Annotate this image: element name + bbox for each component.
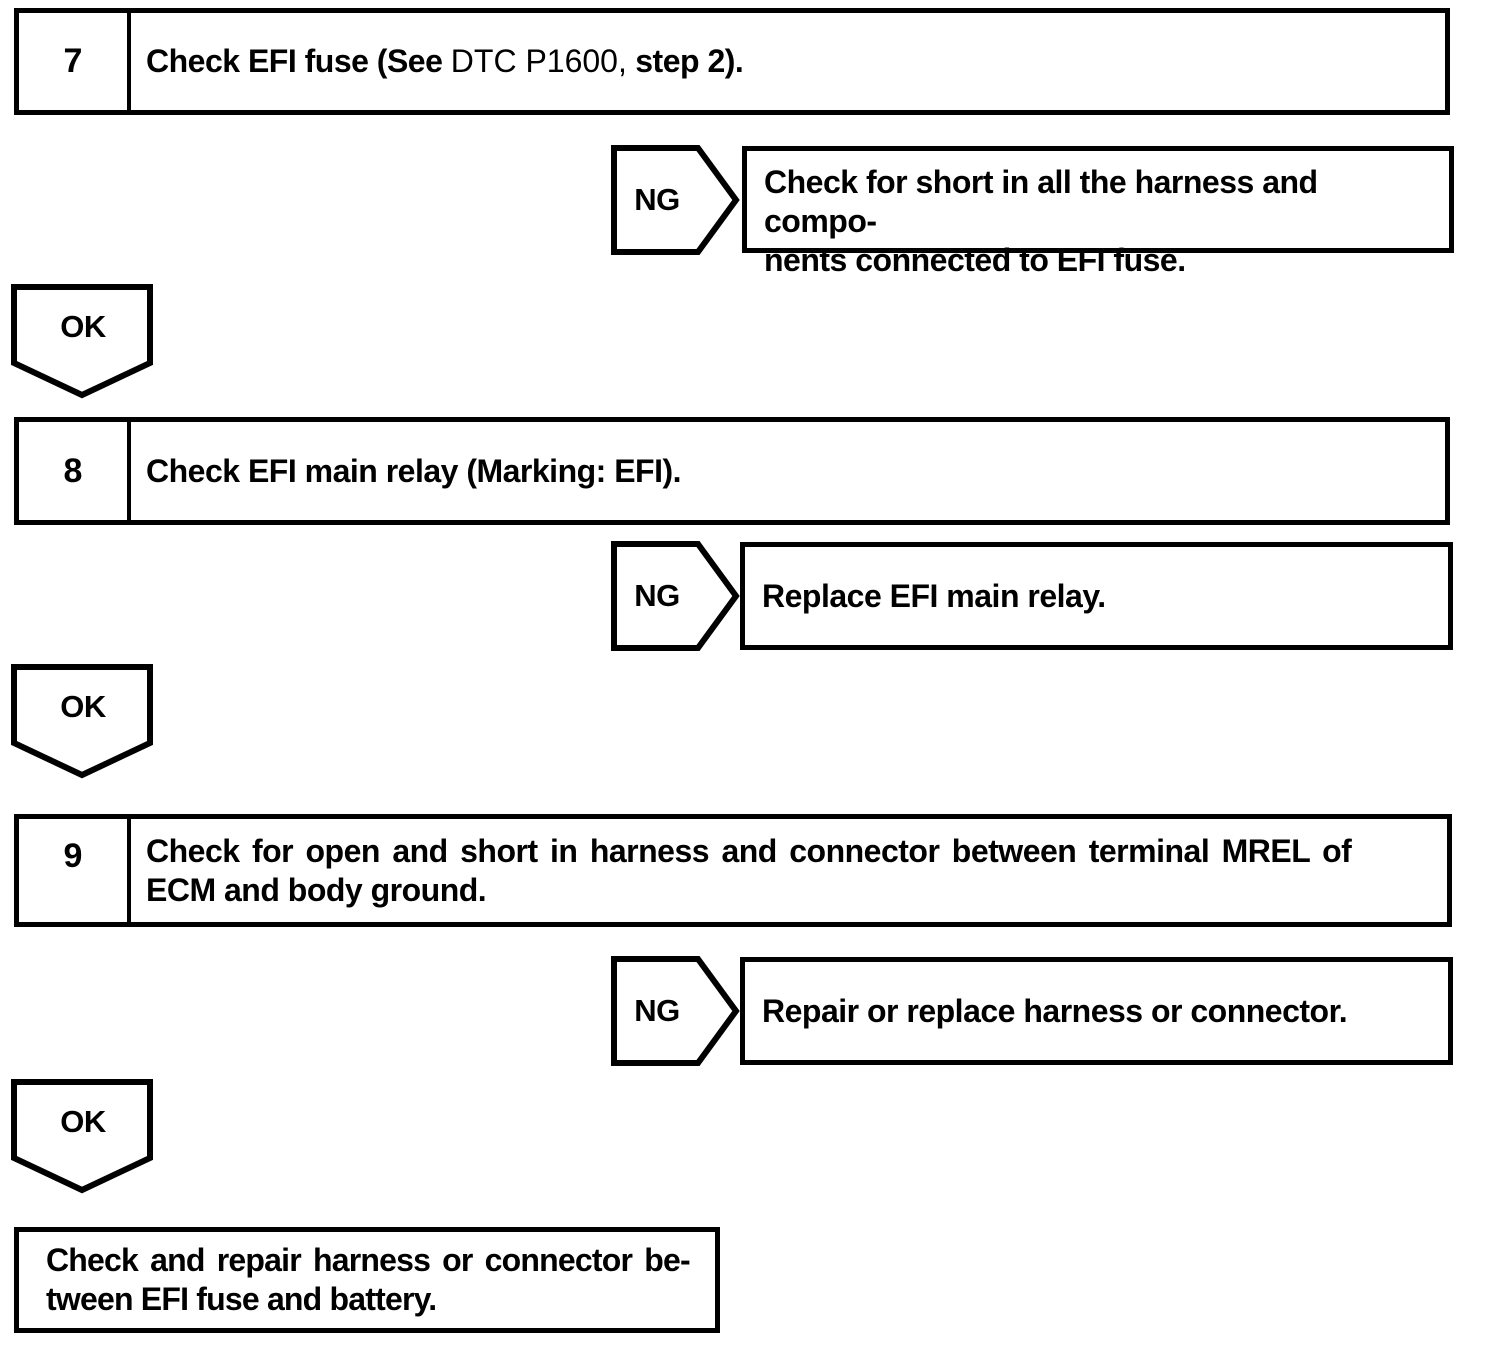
ng-action-box-7: Check for short in all the harness and c… (742, 146, 1454, 278)
ng-action-8-text: Replace EFI main relay. (762, 577, 1106, 614)
ng-connector-7: NG (610, 144, 740, 256)
ok-arrow-icon (11, 664, 153, 779)
step7-dtc-reference: DTC P1600, (450, 43, 627, 79)
ng-arrow-icon (611, 145, 740, 255)
ng-arrow-icon (611, 956, 740, 1066)
step-number-8: 8 (19, 422, 131, 520)
step-instruction-7-line: Check EFI fuse (See DTC P1600, step 2). (146, 42, 1425, 81)
ng-label: NG (634, 578, 680, 613)
ok-connector-8: OK (10, 663, 154, 779)
ng-action-box-8: Replace EFI main relay. (740, 542, 1453, 650)
ng-arrow-icon (611, 541, 740, 651)
ng-connector-9: NG (610, 955, 740, 1067)
ok-label: OK (60, 689, 106, 724)
step-number-9: 9 (19, 819, 131, 922)
ng-label: NG (634, 993, 680, 1028)
ok-label: OK (60, 309, 106, 344)
final-action-box: Check and repair harness or connector be… (14, 1227, 720, 1333)
ok-arrow-icon (11, 1079, 153, 1194)
ok-connector-7: OK (10, 283, 154, 399)
step-instruction-9-line1: Check for open and short in harness and … (146, 832, 1352, 869)
final-action-line2: tween EFI fuse and battery. (46, 1281, 437, 1317)
final-action-line1: Check and repair harness or connector be… (46, 1242, 691, 1278)
ok-arrow-icon (11, 284, 153, 399)
step7-text-after: step 2). (626, 43, 744, 79)
ng-action-9-text: Repair or replace harness or connector. (762, 992, 1348, 1029)
step-box-7: 7 Check EFI fuse (See DTC P1600, step 2)… (14, 8, 1450, 115)
ng-action-box-9: Repair or replace harness or connector. (740, 957, 1453, 1065)
ng-action-7-line2: nents connected to EFI fuse. (764, 242, 1186, 278)
step-instruction-9: Check for open and short in harness and … (131, 819, 1447, 922)
step-instruction-8-line: Check EFI main relay (Marking: EFI). (146, 452, 682, 489)
step-box-9: 9 Check for open and short in harness an… (14, 814, 1452, 927)
step-instruction-7: Check EFI fuse (See DTC P1600, step 2). (131, 13, 1445, 110)
step7-text-before: Check EFI fuse (See (146, 43, 451, 79)
ok-label: OK (60, 1104, 106, 1139)
ng-action-7-line1: Check for short in all the harness and c… (764, 164, 1318, 239)
step-instruction-9-line2: ECM and body ground. (146, 871, 487, 908)
ng-label: NG (634, 182, 680, 217)
step-instruction-8: Check EFI main relay (Marking: EFI). (131, 422, 1445, 520)
step-box-8: 8 Check EFI main relay (Marking: EFI). (14, 417, 1450, 525)
ok-connector-9: OK (10, 1078, 154, 1194)
step-number-7: 7 (19, 13, 131, 110)
ng-connector-8: NG (610, 540, 740, 652)
